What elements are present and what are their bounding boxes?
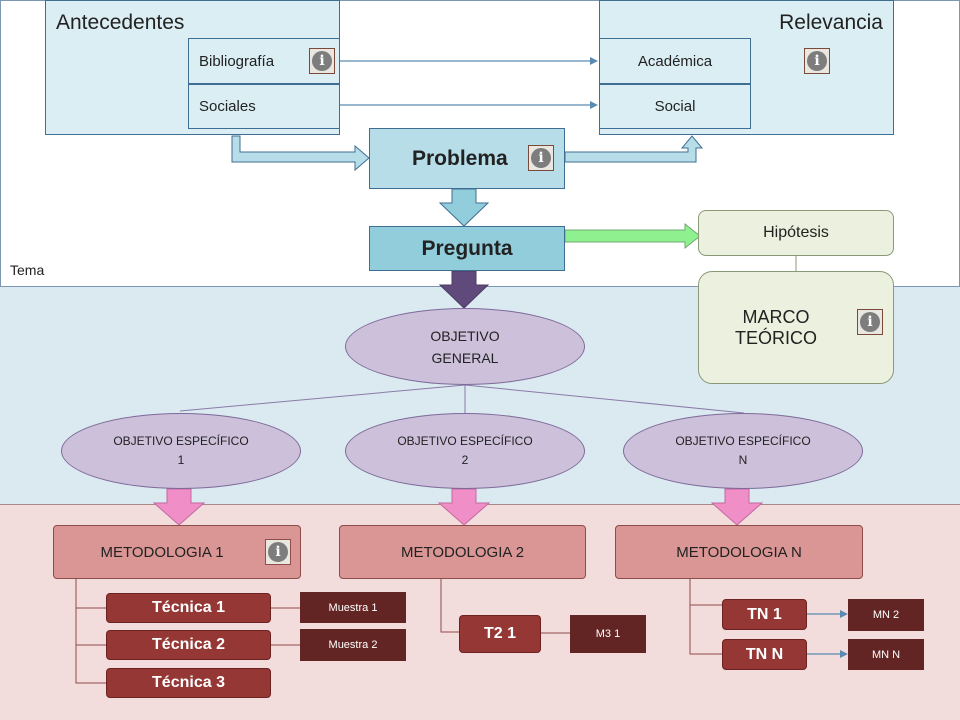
info-icon-glyph: i xyxy=(312,51,332,71)
muestra-m3-1-label: M3 1 xyxy=(595,628,621,640)
info-icon-glyph: i xyxy=(268,542,288,562)
tecnica-2-label: Técnica 2 xyxy=(152,636,225,653)
arrow-pregunta-objetivo xyxy=(438,270,490,309)
tecnica-t2-1-label: T2 1 xyxy=(483,625,516,642)
arrowhead xyxy=(590,57,598,65)
muestra-2[interactable]: Muestra 2 xyxy=(300,629,406,661)
tecnica-1[interactable]: Técnica 1 xyxy=(106,593,271,623)
marco-teorico-line1: MARCO xyxy=(742,306,810,327)
muestra-mn-n[interactable]: MN N xyxy=(848,639,924,670)
metodologia-n-box[interactable]: METODOLOGIA N xyxy=(615,525,863,579)
arrow-problema-pregunta xyxy=(438,188,490,227)
tecnica-1-label: Técnica 1 xyxy=(152,599,225,616)
social-label: Social xyxy=(654,98,696,115)
tree-line xyxy=(179,384,466,412)
tecnica-2[interactable]: Técnica 2 xyxy=(106,630,271,660)
arrow-objetivo1-metodologia1 xyxy=(152,488,206,526)
problema-label: Problema xyxy=(412,146,508,170)
pregunta-box[interactable]: Pregunta xyxy=(369,226,565,271)
info-icon-glyph: i xyxy=(807,51,827,71)
tecnica-3[interactable]: Técnica 3 xyxy=(106,668,271,698)
info-icon-glyph: i xyxy=(531,148,551,168)
metodologia-2-box[interactable]: METODOLOGIA 2 xyxy=(339,525,586,579)
metodologia-1-label: METODOLOGIA 1 xyxy=(100,543,224,561)
objetivo-especifico-line1: OBJETIVO ESPECÍFICO xyxy=(397,434,533,448)
arrow-problema-relevancia xyxy=(564,135,704,163)
muestra-1-label: Muestra 1 xyxy=(328,601,378,614)
bibliografia-label: Bibliografía xyxy=(199,52,275,70)
pregunta-label: Pregunta xyxy=(421,236,513,260)
tree-metodologia-1 xyxy=(75,579,106,684)
muestra-mn-2[interactable]: MN 2 xyxy=(848,599,924,631)
academica-box[interactable]: Académica xyxy=(599,38,751,84)
muestra-mn-n-label: MN N xyxy=(871,648,901,661)
objetivo-especifico-line2: 2 xyxy=(461,453,469,467)
objetivo-especifico-1[interactable]: OBJETIVO ESPECÍFICO 1 xyxy=(61,413,301,489)
tecnica-tn-n-label: TN N xyxy=(745,645,784,663)
tecnica-tn-1-label: TN 1 xyxy=(747,605,782,623)
info-icon[interactable]: i xyxy=(857,309,883,335)
sociales-label: Sociales xyxy=(199,98,256,115)
relevancia-title: Relevancia xyxy=(779,11,883,34)
arrow-pregunta-hipotesis xyxy=(564,222,701,250)
muestra-1[interactable]: Muestra 1 xyxy=(300,592,406,623)
info-icon[interactable]: i xyxy=(528,145,554,171)
objetivo-especifico-2[interactable]: OBJETIVO ESPECÍFICO 2 xyxy=(345,413,585,489)
muestra-2-label: Muestra 2 xyxy=(328,639,378,651)
objetivo-especifico-n[interactable]: OBJETIVO ESPECÍFICO N xyxy=(623,413,863,489)
arrow-objetivo2-metodologia2 xyxy=(437,488,491,526)
arrow-objetivoN-metodologiaN xyxy=(710,488,764,526)
tecnica-3-label: Técnica 3 xyxy=(152,674,225,691)
objetivo-general-line2: GENERAL xyxy=(431,349,499,366)
arrowhead xyxy=(840,650,848,658)
tema-label: Tema xyxy=(10,262,45,278)
tecnica-t2-1[interactable]: T2 1 xyxy=(459,615,541,653)
metodologia-n-label: METODOLOGIA N xyxy=(676,543,802,561)
tecnica-tn-1[interactable]: TN 1 xyxy=(722,599,807,630)
marco-teorico-box[interactable]: MARCO TEÓRICO xyxy=(698,271,894,384)
tree-metodologia-2 xyxy=(440,579,459,633)
metodologia-1-box[interactable]: METODOLOGIA 1 xyxy=(53,525,301,579)
info-icon[interactable]: i xyxy=(804,48,830,74)
metodologia-2-label: METODOLOGIA 2 xyxy=(400,543,525,561)
info-icon[interactable]: i xyxy=(265,539,291,565)
social-box[interactable]: Social xyxy=(599,84,751,129)
muestra-m3-1[interactable]: M3 1 xyxy=(570,615,646,653)
hipotesis-label: Hipótesis xyxy=(763,224,829,241)
tree-line xyxy=(464,384,745,414)
antecedentes-title: Antecedentes xyxy=(56,11,185,34)
objetivo-especifico-line2: 1 xyxy=(177,453,185,467)
info-icon[interactable]: i xyxy=(309,48,335,74)
hipotesis-box[interactable]: Hipótesis xyxy=(698,210,894,256)
tecnica-tn-n[interactable]: TN N xyxy=(722,639,807,670)
academica-label: Académica xyxy=(637,52,713,70)
sociales-box[interactable]: Sociales xyxy=(188,84,340,129)
objetivo-general[interactable]: OBJETIVO GENERAL xyxy=(345,308,585,385)
arrowhead xyxy=(840,610,848,618)
objetivo-especifico-line1: OBJETIVO ESPECÍFICO xyxy=(675,434,811,448)
muestra-mn-2-label: MN 2 xyxy=(872,609,900,621)
marco-teorico-line2: TEÓRICO xyxy=(734,327,817,348)
objetivo-especifico-line2: N xyxy=(738,453,748,467)
tree-metodologia-n xyxy=(689,579,722,655)
arrowhead xyxy=(590,101,598,109)
info-icon-glyph: i xyxy=(860,312,880,332)
objetivo-general-line1: OBJETIVO xyxy=(430,327,500,344)
objetivo-especifico-line1: OBJETIVO ESPECÍFICO xyxy=(113,434,249,448)
